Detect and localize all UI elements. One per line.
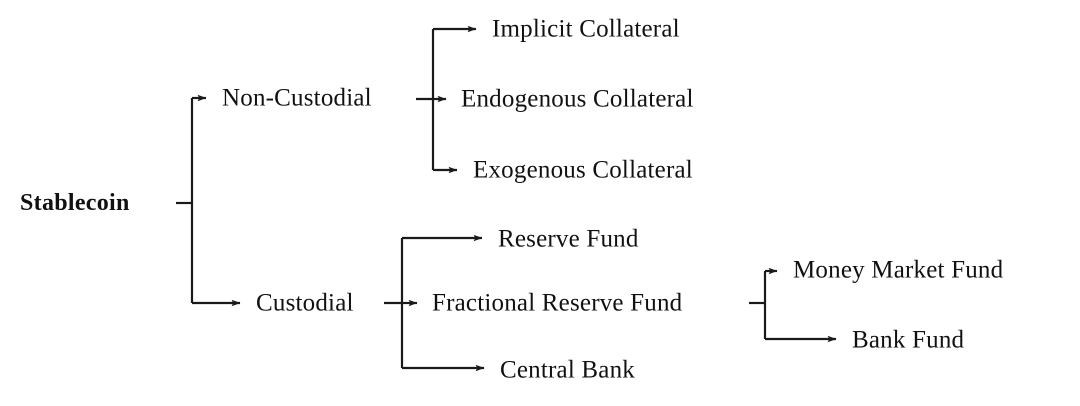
edge-group	[176, 25, 837, 372]
node-non-custodial: Non-Custodial	[222, 84, 372, 112]
node-endogenous-collateral: Endogenous Collateral	[461, 85, 694, 113]
node-stablecoin: Stablecoin	[20, 190, 130, 216]
node-reserve-fund: Reserve Fund	[498, 225, 639, 253]
node-implicit-collateral: Implicit Collateral	[492, 15, 680, 43]
node-money-market-fund: Money Market Fund	[793, 256, 1004, 284]
node-central-bank: Central Bank	[500, 356, 636, 384]
node-fractional-reserve-fund: Fractional Reserve Fund	[432, 289, 683, 317]
node-custodial: Custodial	[256, 289, 354, 317]
node-bank-fund: Bank Fund	[852, 326, 965, 354]
node-exogenous-collateral: Exogenous Collateral	[473, 156, 693, 184]
